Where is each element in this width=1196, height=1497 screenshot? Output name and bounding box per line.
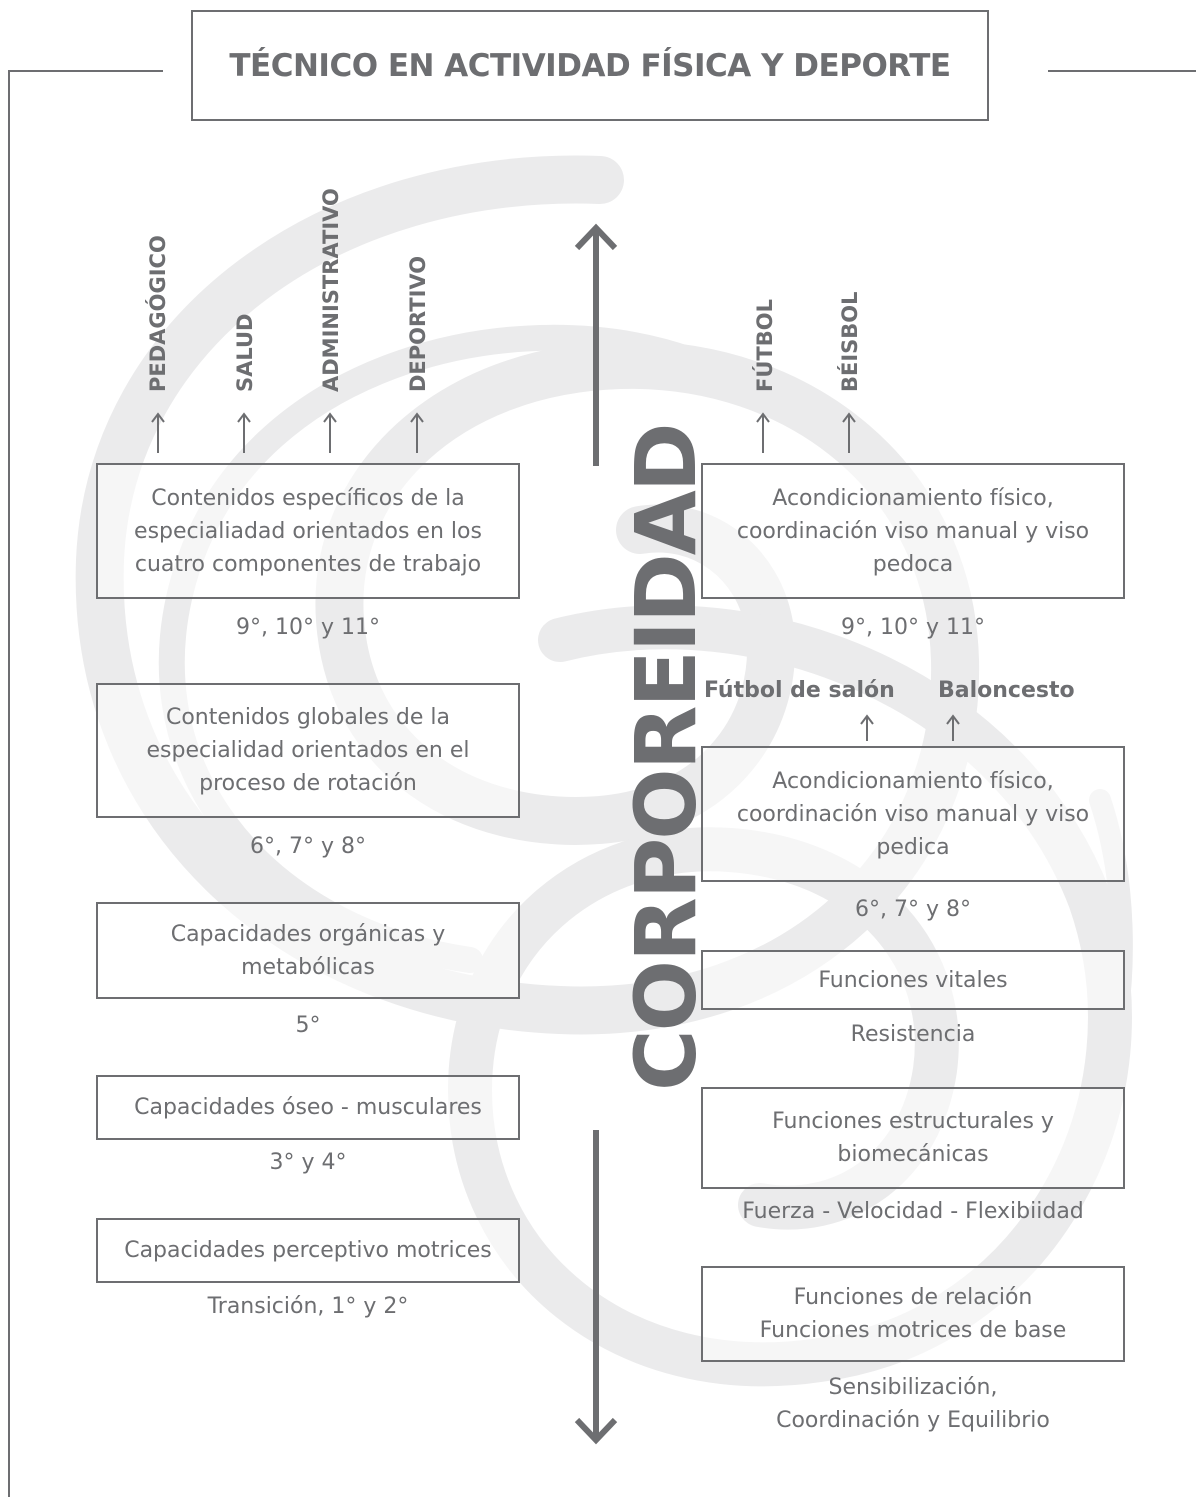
right-caption-level-3: Resistencia [850, 1022, 976, 1047]
right-caption-level-2: 6°, 7° y 8° [855, 897, 971, 922]
frame-left-vertical-line [8, 70, 10, 1497]
sport-label-futbol-de-salon: Fútbol de salón [704, 678, 895, 703]
right-box-level-3: Funciones vitales [701, 950, 1125, 1010]
right-caption-level-4: Fuerza - Velocidad - Flexibiidad [742, 1199, 1084, 1224]
right-box-level-5: Funciones de relación Funciones motrices… [701, 1266, 1125, 1362]
left-box-level-1: Contenidos específicos de la especialiad… [96, 463, 520, 599]
right-caption-level-5: Sensibilización, Coordinación y Equilibr… [776, 1375, 1050, 1433]
arrow-up-icon [151, 412, 165, 453]
arrow-up-icon [946, 714, 960, 741]
sport-label-baloncesto: Baloncesto [938, 678, 1075, 703]
component-label-pedagogico: PEDAGÓGICO [146, 235, 170, 392]
right-box-level-4: Funciones estructurales y biomecánicas [701, 1087, 1125, 1189]
component-label-administrativo: ADMINISTRATIVO [319, 188, 343, 392]
left-box-level-5: Capacidades perceptivo motrices [96, 1218, 520, 1283]
frame-left-top-line [8, 70, 163, 72]
frame-right-top-line [1048, 70, 1196, 72]
left-grade-level-3: 5° [295, 1013, 321, 1038]
right-caption-level-1: 9°, 10° y 11° [841, 615, 985, 640]
arrow-up-icon [410, 412, 424, 453]
arrow-up-icon [237, 412, 251, 453]
right-box-level-1: Acondicionamiento físico, coordinación v… [701, 463, 1125, 599]
arrow-up-icon [842, 412, 856, 453]
left-grade-level-2: 6°, 7° y 8° [250, 834, 366, 859]
corporeidad-axis-label: CORPOREIDAD [617, 424, 715, 1092]
arrow-up-icon [756, 412, 770, 453]
arrow-up-icon [860, 714, 874, 741]
left-grade-level-4: 3° y 4° [269, 1150, 347, 1175]
left-box-level-4: Capacidades óseo - musculares [96, 1075, 520, 1140]
arrow-up-icon [323, 412, 337, 453]
right-box-level-2: Acondicionamiento físico, coordinación v… [701, 746, 1125, 882]
left-box-level-2: Contenidos globales de la especialidad o… [96, 683, 520, 818]
left-grade-level-1: 9°, 10° y 11° [236, 615, 380, 640]
component-label-salud: SALUD [233, 313, 257, 393]
central-arrow-down-icon [574, 1130, 618, 1445]
sport-label-futbol: FÚTBOL [753, 299, 777, 392]
left-box-level-3: Capacidades orgánicas y metabólicas [96, 902, 520, 999]
component-label-deportivo: DEPORTIVO [406, 255, 430, 392]
left-grade-level-5: Transición, 1° y 2° [207, 1294, 409, 1319]
central-arrow-up-icon [574, 223, 618, 466]
sport-label-beisbol: BÉISBOL [838, 291, 862, 392]
diagram-title: TÉCNICO EN ACTIVIDAD FÍSICA Y DEPORTE [191, 10, 989, 121]
